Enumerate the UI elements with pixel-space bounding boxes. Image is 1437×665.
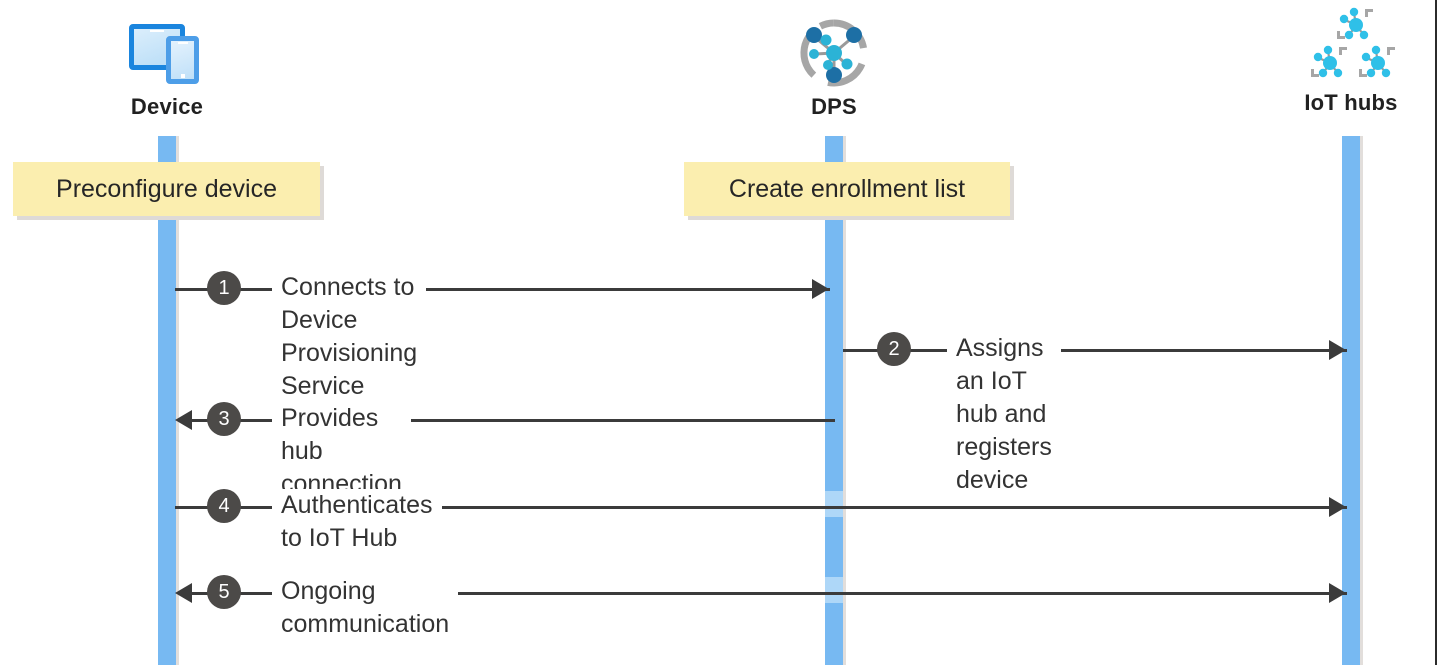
message-2-label: Assigns an IoT hub and registers device — [947, 332, 1061, 497]
device-phone-shape — [166, 36, 199, 84]
device-icon — [57, 14, 277, 92]
message-5-label: Ongoing communication — [272, 575, 459, 641]
iot-hubs-cluster-icon — [1311, 7, 1395, 78]
iot-hubs-icon — [1241, 7, 1435, 88]
actor-label-dps: DPS — [811, 94, 857, 119]
message-2-arrowhead-right — [1329, 340, 1346, 360]
message-5-arrowhead-left — [175, 583, 192, 603]
message-1-badge: 1 — [207, 271, 241, 305]
message-3-line — [190, 419, 835, 422]
note-create-enrollment-list: Create enrollment list — [684, 162, 1010, 216]
actor-label-iothubs: IoT hubs — [1304, 90, 1398, 115]
message-4-arrowhead-right — [1329, 497, 1346, 517]
lifeline-dps — [825, 136, 843, 665]
lifeline-device — [158, 136, 176, 665]
note-text: Preconfigure device — [56, 174, 277, 203]
message-5-badge: 5 — [207, 575, 241, 609]
dps-node-graph-icon — [800, 19, 868, 87]
message-4-label: Authenticates to IoT Hub — [272, 489, 442, 555]
message-4-line — [175, 506, 1347, 509]
message-5-line — [190, 592, 1347, 595]
note-preconfigure-device: Preconfigure device — [13, 162, 320, 216]
message-1-line — [175, 288, 830, 291]
message-5-arrowhead-right — [1329, 583, 1346, 603]
note-text: Create enrollment list — [728, 174, 966, 203]
actor-dps: DPS — [724, 14, 944, 120]
message-3-arrowhead-left — [175, 410, 192, 430]
actor-device: Device — [57, 14, 277, 120]
message-4-badge: 4 — [207, 489, 241, 523]
dps-icon — [724, 14, 944, 92]
message-2-line — [843, 349, 1347, 352]
actor-iothubs: IoT hubs — [1241, 7, 1435, 116]
message-1-arrowhead-right — [812, 279, 829, 299]
message-3-badge: 3 — [207, 402, 241, 436]
lifeline-gap-step4 — [825, 491, 843, 517]
lifeline-gap-step5 — [825, 577, 843, 603]
message-2-badge: 2 — [877, 332, 911, 366]
actor-label-device: Device — [130, 94, 204, 119]
lifeline-iothubs — [1342, 136, 1360, 665]
